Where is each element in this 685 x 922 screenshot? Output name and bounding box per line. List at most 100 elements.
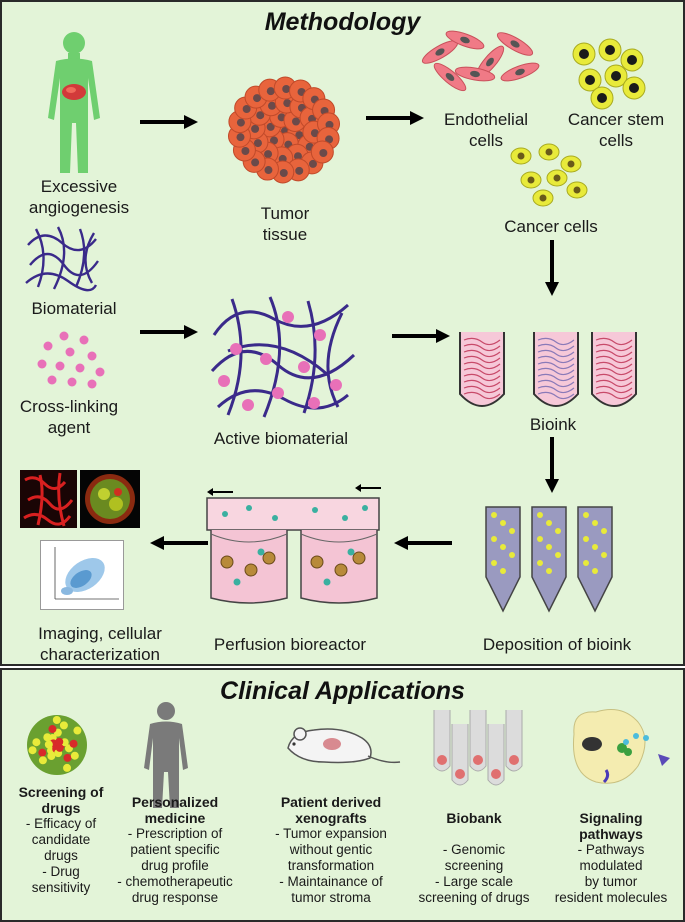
- label-imaging: Imaging, cellular characterization: [38, 624, 162, 664]
- deposition-cell: [555, 552, 561, 558]
- tumor-tissue-icon: [227, 76, 341, 184]
- arrow-left-2: [150, 536, 208, 550]
- deposition-tubes-icon: [485, 506, 613, 613]
- bioink-fibre: [595, 385, 633, 394]
- channel-particle: [362, 505, 368, 511]
- reactor-spheroid: [262, 551, 276, 565]
- clinical-applications-panel: Clinical Applications: [0, 668, 685, 922]
- clinical-heading-biobank: Biobank: [446, 810, 502, 826]
- tumor-nucleus: [242, 105, 251, 114]
- tumor-nucleus: [266, 122, 275, 131]
- active-crosslinker: [314, 329, 326, 341]
- deposition-cell: [500, 568, 506, 574]
- signaling-cell-icon: [572, 709, 670, 784]
- label-deposition-of-bioink: Deposition of bioink: [482, 635, 632, 654]
- channel-particle: [312, 507, 318, 513]
- reactor-particle: [257, 548, 265, 556]
- deposition-cell: [555, 528, 561, 534]
- stem-nucleus: [611, 71, 621, 81]
- bioink-fibre: [463, 391, 501, 400]
- biomaterial-fibre: [74, 228, 86, 288]
- bioink-fibre: [463, 337, 501, 346]
- crosslinker-dot: [87, 379, 97, 389]
- crosslinker-dot: [37, 359, 47, 369]
- clinical-heading-xenografts: Patient derived xenografts: [280, 794, 382, 826]
- active-crosslinker: [272, 387, 284, 399]
- spheroid-cell: [59, 721, 68, 730]
- deposition-cell: [491, 560, 497, 566]
- tumor-nucleus: [253, 139, 262, 148]
- arrow-down-1: [545, 240, 559, 296]
- deposition-cell: [491, 536, 497, 542]
- channel-particle: [246, 505, 252, 511]
- biobank-tube: [433, 710, 451, 772]
- active-crosslinker: [308, 397, 320, 409]
- red-cells-image: [23, 472, 74, 527]
- clinical-title: Clinical Applications: [220, 677, 465, 705]
- arrow-down-2: [545, 437, 559, 493]
- biomaterial-fibre: [84, 232, 96, 284]
- clinical-item-screening: Screening of drugs - Efficacy of candida…: [2, 784, 120, 896]
- reactor-particle: [233, 578, 241, 586]
- channel-particle: [342, 515, 348, 521]
- bioink-fibre: [463, 343, 501, 352]
- biomaterial-fibre: [52, 226, 66, 290]
- cancer-nucleus: [517, 152, 525, 160]
- stem-nucleus: [597, 93, 607, 103]
- bioink-fibre: [537, 343, 575, 352]
- spheroid-cell: [63, 753, 72, 762]
- bioink-fibre: [463, 349, 501, 358]
- spheroid-cell: [73, 726, 82, 735]
- channel-particle: [222, 511, 228, 517]
- spheroid-cell: [52, 716, 61, 725]
- crosslinker-dot: [75, 363, 85, 373]
- scatter-plot-image: [54, 547, 119, 600]
- reactor-channel: [206, 497, 380, 531]
- spheroid-cell: [43, 733, 52, 742]
- stem-nucleus: [579, 49, 589, 59]
- mouse-icon: [287, 727, 401, 764]
- clinical-heading-signaling: Signaling pathways: [579, 810, 643, 842]
- arrow-right-4: [392, 329, 450, 343]
- tumor-nucleus: [282, 85, 291, 94]
- fluorescence-image-red: [20, 470, 77, 528]
- tumor-nucleus: [253, 94, 262, 103]
- tumor-nucleus: [264, 150, 273, 159]
- deposition-cell: [491, 512, 497, 518]
- endothelial-nucleus: [515, 68, 525, 76]
- endothelial-cells-icon: [421, 30, 540, 92]
- clinical-item-biobank: Biobank - Genomic screening - Large scal…: [408, 810, 540, 906]
- deposition-cell: [537, 536, 543, 542]
- human-body-icon: [48, 32, 100, 173]
- endothelial-nucleus: [470, 70, 480, 78]
- active-fibre: [262, 296, 282, 418]
- cancer-nucleus: [553, 174, 561, 182]
- tumor-nucleus: [319, 148, 328, 157]
- label-cancer-cells: Cancer cells: [504, 217, 598, 236]
- spheroid-cell: [38, 756, 47, 765]
- tumor-nucleus: [308, 159, 317, 168]
- endothelial-nucleus: [435, 48, 445, 56]
- biobank-tube: [505, 710, 523, 772]
- label-cancer-stem-cells: Cancer stem cells: [567, 110, 665, 150]
- cancer-nucleus: [527, 176, 535, 184]
- bioink-fibre: [595, 337, 633, 346]
- bioink-tubes-icon: [459, 332, 637, 407]
- spheroid-cell: [48, 725, 57, 734]
- bioink-fibre: [537, 379, 575, 388]
- deposition-cell: [546, 568, 552, 574]
- crosslinker-dot: [59, 331, 69, 341]
- tumor-nucleus: [241, 146, 250, 155]
- label-excessive-angiogenesis: Excessive angiogenesis: [28, 177, 130, 217]
- tumor-nucleus: [295, 166, 304, 175]
- bioink-fibre: [463, 373, 501, 382]
- tumor-nucleus: [268, 101, 277, 110]
- tumor-nucleus: [264, 166, 273, 175]
- reactor-membrane: [300, 533, 378, 543]
- spheroid-cell: [44, 740, 53, 749]
- tumor-nucleus: [293, 152, 302, 161]
- label-active-biomaterial: Active biomaterial: [213, 429, 349, 448]
- stem-nucleus: [605, 45, 615, 55]
- cross-linking-agent-icon: [37, 331, 105, 389]
- biomaterial-fibre: [25, 272, 98, 292]
